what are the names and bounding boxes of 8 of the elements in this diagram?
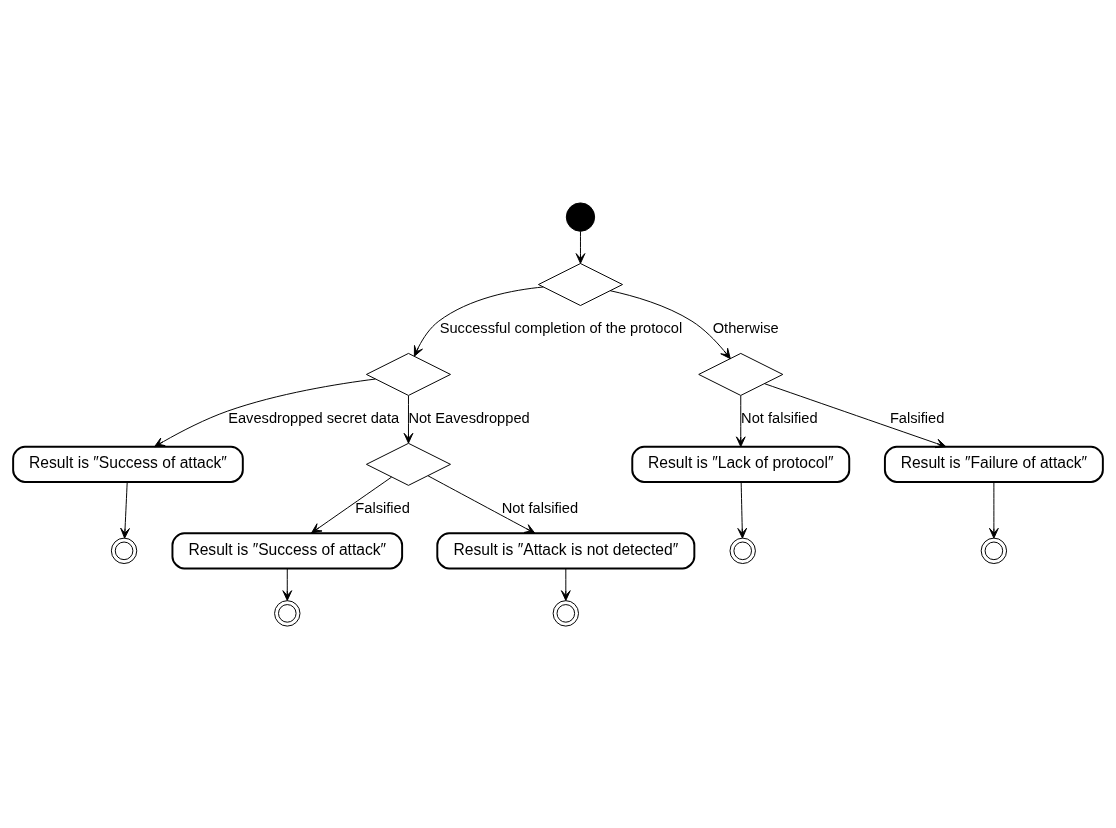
edge-label: Falsified [889,409,945,426]
edge-label: Not Eavesdropped [408,409,530,426]
edge-label: Successful completion of the protocol [439,319,683,336]
edge-label: Eavesdropped secret data [228,409,400,426]
edge-label: Not falsified [501,499,579,516]
edge-label: Otherwise [712,319,779,336]
edge-label: Not falsified [741,409,818,426]
edge-label: Falsified [355,499,410,516]
